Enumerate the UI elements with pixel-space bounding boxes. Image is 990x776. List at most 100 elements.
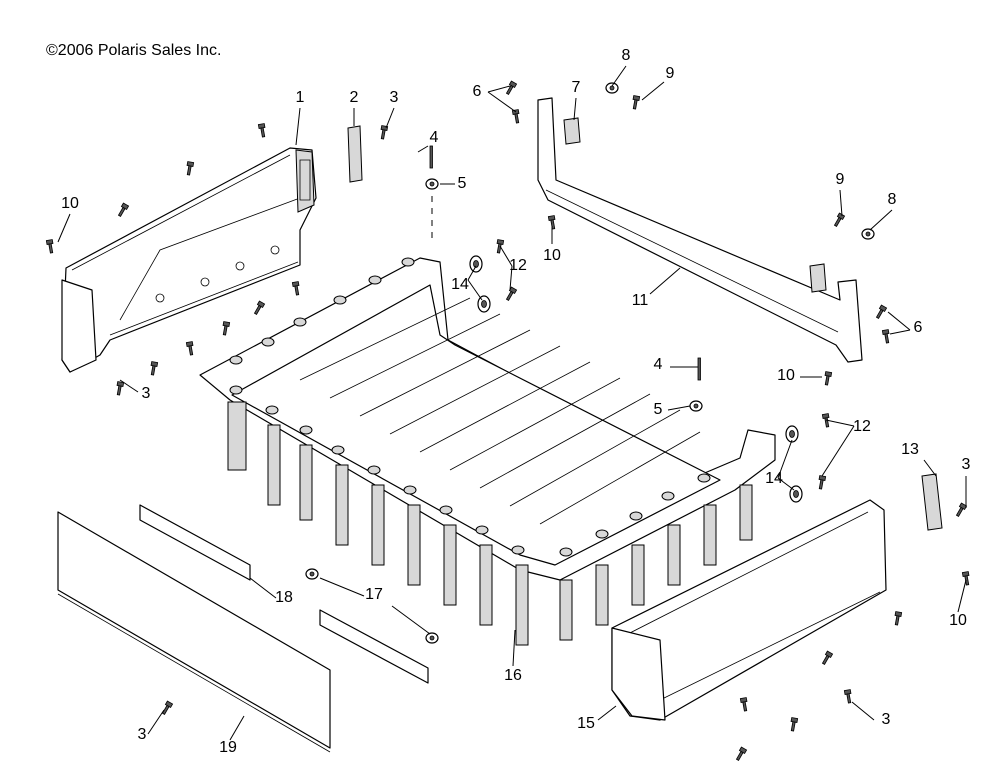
leader-line — [641, 81, 665, 101]
leader-line — [487, 85, 511, 93]
callout-c14b: 14 — [765, 470, 783, 487]
leader-line — [229, 715, 245, 741]
callout-c1: 1 — [296, 89, 305, 106]
bolt-fastener — [821, 413, 830, 428]
bolt-fastener — [291, 281, 300, 296]
callout-c5b: 5 — [654, 401, 663, 418]
callout-c5a: 5 — [458, 175, 467, 192]
leader-line — [777, 439, 793, 479]
leader-line — [777, 477, 795, 491]
bolt-fastener — [735, 746, 748, 761]
bolt-fastener — [843, 689, 852, 704]
bolt-fastener — [790, 717, 799, 732]
bolt-fastener — [505, 286, 518, 301]
rim-mount-boss — [697, 473, 711, 483]
rear-frame — [537, 97, 863, 363]
callout-c3a: 3 — [390, 89, 399, 106]
callout-c3b: 3 — [142, 385, 151, 402]
bolt-fastener — [881, 329, 890, 344]
nut-fastener — [689, 400, 703, 412]
callout-c7: 7 — [572, 79, 581, 96]
callout-c3c: 3 — [962, 456, 971, 473]
callout-c15: 15 — [577, 715, 595, 732]
leader-line — [385, 107, 395, 129]
leader-line — [467, 279, 483, 301]
bolt-fastener — [632, 95, 641, 110]
bolt-fastener — [511, 109, 520, 124]
callout-c10d: 10 — [949, 612, 967, 629]
spacer-strips — [139, 504, 429, 684]
bolt-fastener — [161, 700, 174, 715]
nut-fastener — [425, 178, 439, 190]
callout-c18: 18 — [275, 589, 293, 606]
bolt-fastener — [818, 475, 827, 490]
callout-c13: 13 — [901, 441, 919, 458]
bolt-fastener — [547, 215, 556, 230]
callout-c14a: 14 — [451, 276, 469, 293]
rim-mount-boss — [229, 385, 243, 395]
callout-c17: 17 — [365, 586, 383, 603]
callout-c12a: 12 — [509, 257, 527, 274]
callout-c10c: 10 — [777, 367, 795, 384]
callout-c6b: 6 — [914, 319, 923, 336]
fastener-hardware — [45, 80, 970, 761]
bolt-fastener — [739, 697, 748, 712]
cargo-box-tub — [199, 257, 776, 646]
leader-line — [467, 265, 477, 281]
leader-line — [923, 459, 937, 477]
bolt-fastener — [824, 371, 833, 386]
callout-c2: 2 — [350, 89, 359, 106]
bolt-fastener — [875, 304, 888, 319]
leader-line — [851, 701, 875, 721]
rim-mount-boss — [629, 511, 643, 521]
leader-line — [869, 209, 893, 231]
rim-mount-boss — [333, 295, 347, 305]
rim-mount-boss — [299, 425, 313, 435]
leader-line — [649, 267, 681, 295]
bolt-fastener — [253, 300, 266, 315]
leader-line — [509, 265, 513, 291]
leader-line — [611, 65, 627, 87]
leader-line — [417, 145, 429, 153]
leader-line — [889, 329, 911, 335]
callout-c3d: 3 — [882, 711, 891, 728]
rubber-washer — [469, 255, 483, 273]
nut-fastener — [305, 568, 319, 580]
right-side-panel — [611, 499, 887, 721]
leader-line — [249, 577, 277, 599]
callout-c9a: 9 — [666, 65, 675, 82]
callout-c11: 11 — [632, 292, 649, 309]
leader-line — [887, 311, 911, 331]
copyright-notice: ©2006 Polaris Sales Inc. — [46, 42, 222, 59]
end-cap-2 — [347, 125, 363, 183]
callout-c6a: 6 — [473, 83, 482, 100]
bolt-fastener — [222, 321, 231, 336]
leader-line — [821, 425, 855, 477]
rubber-washer — [477, 295, 491, 313]
leader-line — [147, 709, 165, 735]
pin-fastener — [429, 145, 433, 169]
rim-mount-boss — [661, 491, 675, 501]
bolt-fastener — [117, 202, 130, 217]
leader-line — [957, 579, 967, 613]
callout-c3e: 3 — [138, 726, 147, 743]
leader-line — [597, 705, 617, 721]
bolt-fastener — [505, 80, 518, 95]
bolt-fastener — [833, 212, 846, 227]
callout-c8a: 8 — [622, 47, 631, 64]
rim-mount-boss — [511, 545, 525, 555]
callout-c10b: 10 — [543, 247, 561, 264]
bolt-fastener — [955, 502, 968, 517]
pin-fastener — [697, 357, 701, 381]
rim-mount-boss — [401, 257, 415, 267]
rubber-washer — [785, 425, 799, 443]
rim-mount-boss — [229, 355, 243, 365]
bolt-fastener — [821, 650, 834, 665]
rim-mount-boss — [475, 525, 489, 535]
leader-line — [839, 189, 843, 217]
nut-fastener — [861, 228, 875, 240]
callout-c10a: 10 — [61, 195, 79, 212]
tailgate-panel — [57, 511, 331, 753]
